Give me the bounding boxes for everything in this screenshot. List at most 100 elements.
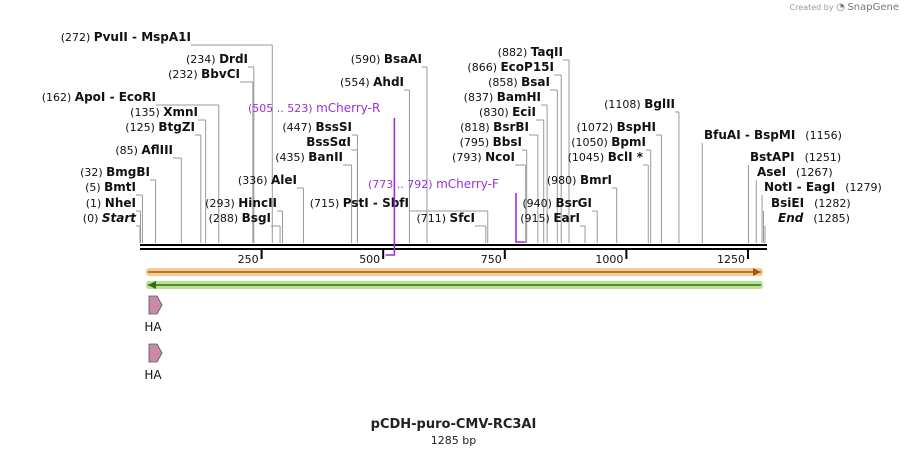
site-name: BssSI bbox=[315, 120, 352, 134]
restriction-site-label[interactable]: (5) BmtI bbox=[85, 180, 136, 194]
restriction-site-label[interactable]: (980) BmrI bbox=[547, 173, 612, 187]
restriction-site-label[interactable]: (858) BsaI bbox=[488, 75, 550, 89]
restriction-site-label[interactable]: (837) BamHI bbox=[464, 90, 541, 104]
primer-range: (773 .. 792) bbox=[368, 178, 436, 191]
site-position: (1267) bbox=[796, 166, 833, 179]
restriction-site-label[interactable]: (882) TaqII bbox=[498, 45, 563, 59]
site-name: BsgI bbox=[242, 211, 271, 225]
site-name: BfuAI bbox=[704, 128, 741, 142]
site-name: NotI bbox=[764, 180, 793, 194]
restriction-site-label[interactable]: (1072) BspHI bbox=[577, 120, 656, 134]
restriction-site-label[interactable]: (1050) BpmI bbox=[571, 135, 646, 149]
restriction-site-label[interactable]: End(1285) bbox=[778, 211, 850, 225]
primer-arrow-reverse[interactable] bbox=[385, 118, 396, 256]
snapgene-logo-icon: ◔ bbox=[836, 2, 845, 13]
restriction-site-label[interactable]: AseI(1267) bbox=[757, 165, 833, 179]
site-position: (232) bbox=[168, 68, 201, 81]
restriction-site-label[interactable]: (0) Start bbox=[83, 211, 137, 225]
restriction-site-label[interactable]: BstAPI(1251) bbox=[750, 150, 841, 164]
restriction-site-label[interactable]: (435) BanII bbox=[275, 150, 343, 164]
site-name: BglII bbox=[644, 97, 675, 111]
site-name: EcoP15I bbox=[500, 60, 554, 74]
restriction-site-label[interactable]: (1108) BglII bbox=[604, 97, 675, 111]
restriction-site-label[interactable]: BfuAI - BspMI(1156) bbox=[704, 128, 842, 142]
restriction-site-label[interactable]: BsiEI(1282) bbox=[771, 196, 851, 210]
site-name: BmgBI bbox=[106, 165, 150, 179]
restriction-site-label[interactable]: (293) HincII bbox=[205, 196, 277, 210]
site-position: (1) bbox=[86, 197, 105, 210]
primers[interactable]: (505 .. 523) mCherry-R (773 .. 792) mCher… bbox=[248, 101, 526, 256]
restriction-site-label[interactable]: (1) NheI bbox=[86, 196, 136, 210]
site-name: HincII bbox=[238, 196, 277, 210]
restriction-site-label[interactable]: BssSαI bbox=[306, 135, 351, 149]
site-position: (162) bbox=[42, 91, 75, 104]
restriction-site-label[interactable]: (85) AflIII bbox=[115, 143, 173, 157]
restriction-site-label[interactable]: (554) AhdI bbox=[340, 75, 404, 89]
site-position: (288) bbox=[209, 212, 242, 225]
site-name: BclI * bbox=[608, 150, 644, 164]
site-name: BamHI bbox=[497, 90, 541, 104]
site-name: Start bbox=[102, 211, 137, 225]
primer-label[interactable]: (505 .. 523) mCherry-R bbox=[248, 101, 380, 115]
restriction-site-label[interactable]: (915) EarI bbox=[520, 211, 580, 225]
restriction-site-label[interactable]: (940) BsrGI bbox=[522, 196, 592, 210]
restriction-site-label[interactable]: (288) BsgI bbox=[209, 211, 271, 225]
ha-tag-shape[interactable] bbox=[148, 343, 163, 363]
restriction-site-label[interactable]: (793) NcoI bbox=[452, 150, 515, 164]
restriction-site-label[interactable]: (447) BssSI bbox=[282, 120, 352, 134]
site-position: (32) bbox=[80, 166, 106, 179]
site-position: (711) bbox=[416, 212, 449, 225]
site-position: (1045) bbox=[568, 151, 608, 164]
restriction-site-label[interactable]: (272) PvuII - MspA1I bbox=[61, 30, 191, 44]
ha-tag-label: HA bbox=[144, 368, 162, 382]
site-name: BsaAI bbox=[384, 52, 422, 66]
primer-arrow-forward[interactable] bbox=[515, 193, 526, 243]
site-name: BpmI bbox=[611, 135, 646, 149]
site-position: (882) bbox=[498, 46, 531, 59]
site-position: (234) bbox=[186, 53, 219, 66]
restriction-site-label[interactable]: (795) BbsI bbox=[460, 135, 522, 149]
ruler-tick-label: 250 bbox=[238, 253, 259, 266]
site-lines bbox=[136, 44, 766, 243]
restriction-site-label[interactable]: (818) BsrBI bbox=[460, 120, 529, 134]
restriction-site-label[interactable]: (1045) BclI * bbox=[568, 150, 644, 164]
restriction-site-label[interactable]: (162) ApoI - EcoRI bbox=[42, 90, 156, 104]
map-length: 1285 bp bbox=[430, 434, 477, 447]
site-name: BsiEI bbox=[771, 196, 804, 210]
credit-brand: SnapGene bbox=[847, 2, 899, 13]
ruler-tick-label: 500 bbox=[359, 253, 380, 266]
restriction-site-label[interactable]: (336) AleI bbox=[238, 173, 297, 187]
site-name: End bbox=[778, 211, 804, 225]
site-position: (818) bbox=[460, 121, 493, 134]
site-position: (590) bbox=[351, 53, 384, 66]
site-position: (0) bbox=[83, 212, 102, 225]
site-name: AflIII bbox=[141, 143, 173, 157]
restriction-site-label[interactable]: (715) PstI - SbfI bbox=[310, 196, 409, 210]
restriction-site-label[interactable]: (125) BtgZI bbox=[125, 120, 195, 134]
restriction-site-label[interactable]: (32) BmgBI bbox=[80, 165, 150, 179]
restriction-site-label[interactable]: (135) XmnI bbox=[130, 105, 198, 119]
arrow-left-icon bbox=[148, 281, 156, 289]
site-position: (830) bbox=[479, 106, 512, 119]
site-name: PvuII bbox=[94, 30, 128, 44]
site-name: XmnI bbox=[163, 105, 198, 119]
restriction-site-label[interactable]: (830) EciI bbox=[479, 105, 536, 119]
site-name-extra: - SbfI bbox=[369, 196, 409, 210]
sequence-backbone[interactable] bbox=[140, 244, 767, 250]
site-position: (1108) bbox=[604, 98, 644, 111]
primer-label[interactable]: (773 .. 792) mCherry-F bbox=[368, 177, 499, 191]
restriction-site-label[interactable]: (711) SfcI bbox=[416, 211, 475, 225]
site-name: BtgZI bbox=[158, 120, 195, 134]
features[interactable] bbox=[146, 268, 763, 289]
site-position: (866) bbox=[467, 61, 500, 74]
ha-tag-shape[interactable] bbox=[148, 295, 163, 315]
restriction-site-label[interactable]: NotI - EagI(1279) bbox=[764, 180, 882, 194]
site-position: (795) bbox=[460, 136, 493, 149]
restriction-site-label[interactable]: (234) DrdI bbox=[186, 52, 248, 66]
site-position: (1072) bbox=[577, 121, 617, 134]
restriction-site-label[interactable]: (590) BsaAI bbox=[351, 52, 422, 66]
restriction-site-label[interactable]: (232) BbvCI bbox=[168, 67, 240, 81]
restriction-site-label[interactable]: (866) EcoP15I bbox=[467, 60, 554, 74]
